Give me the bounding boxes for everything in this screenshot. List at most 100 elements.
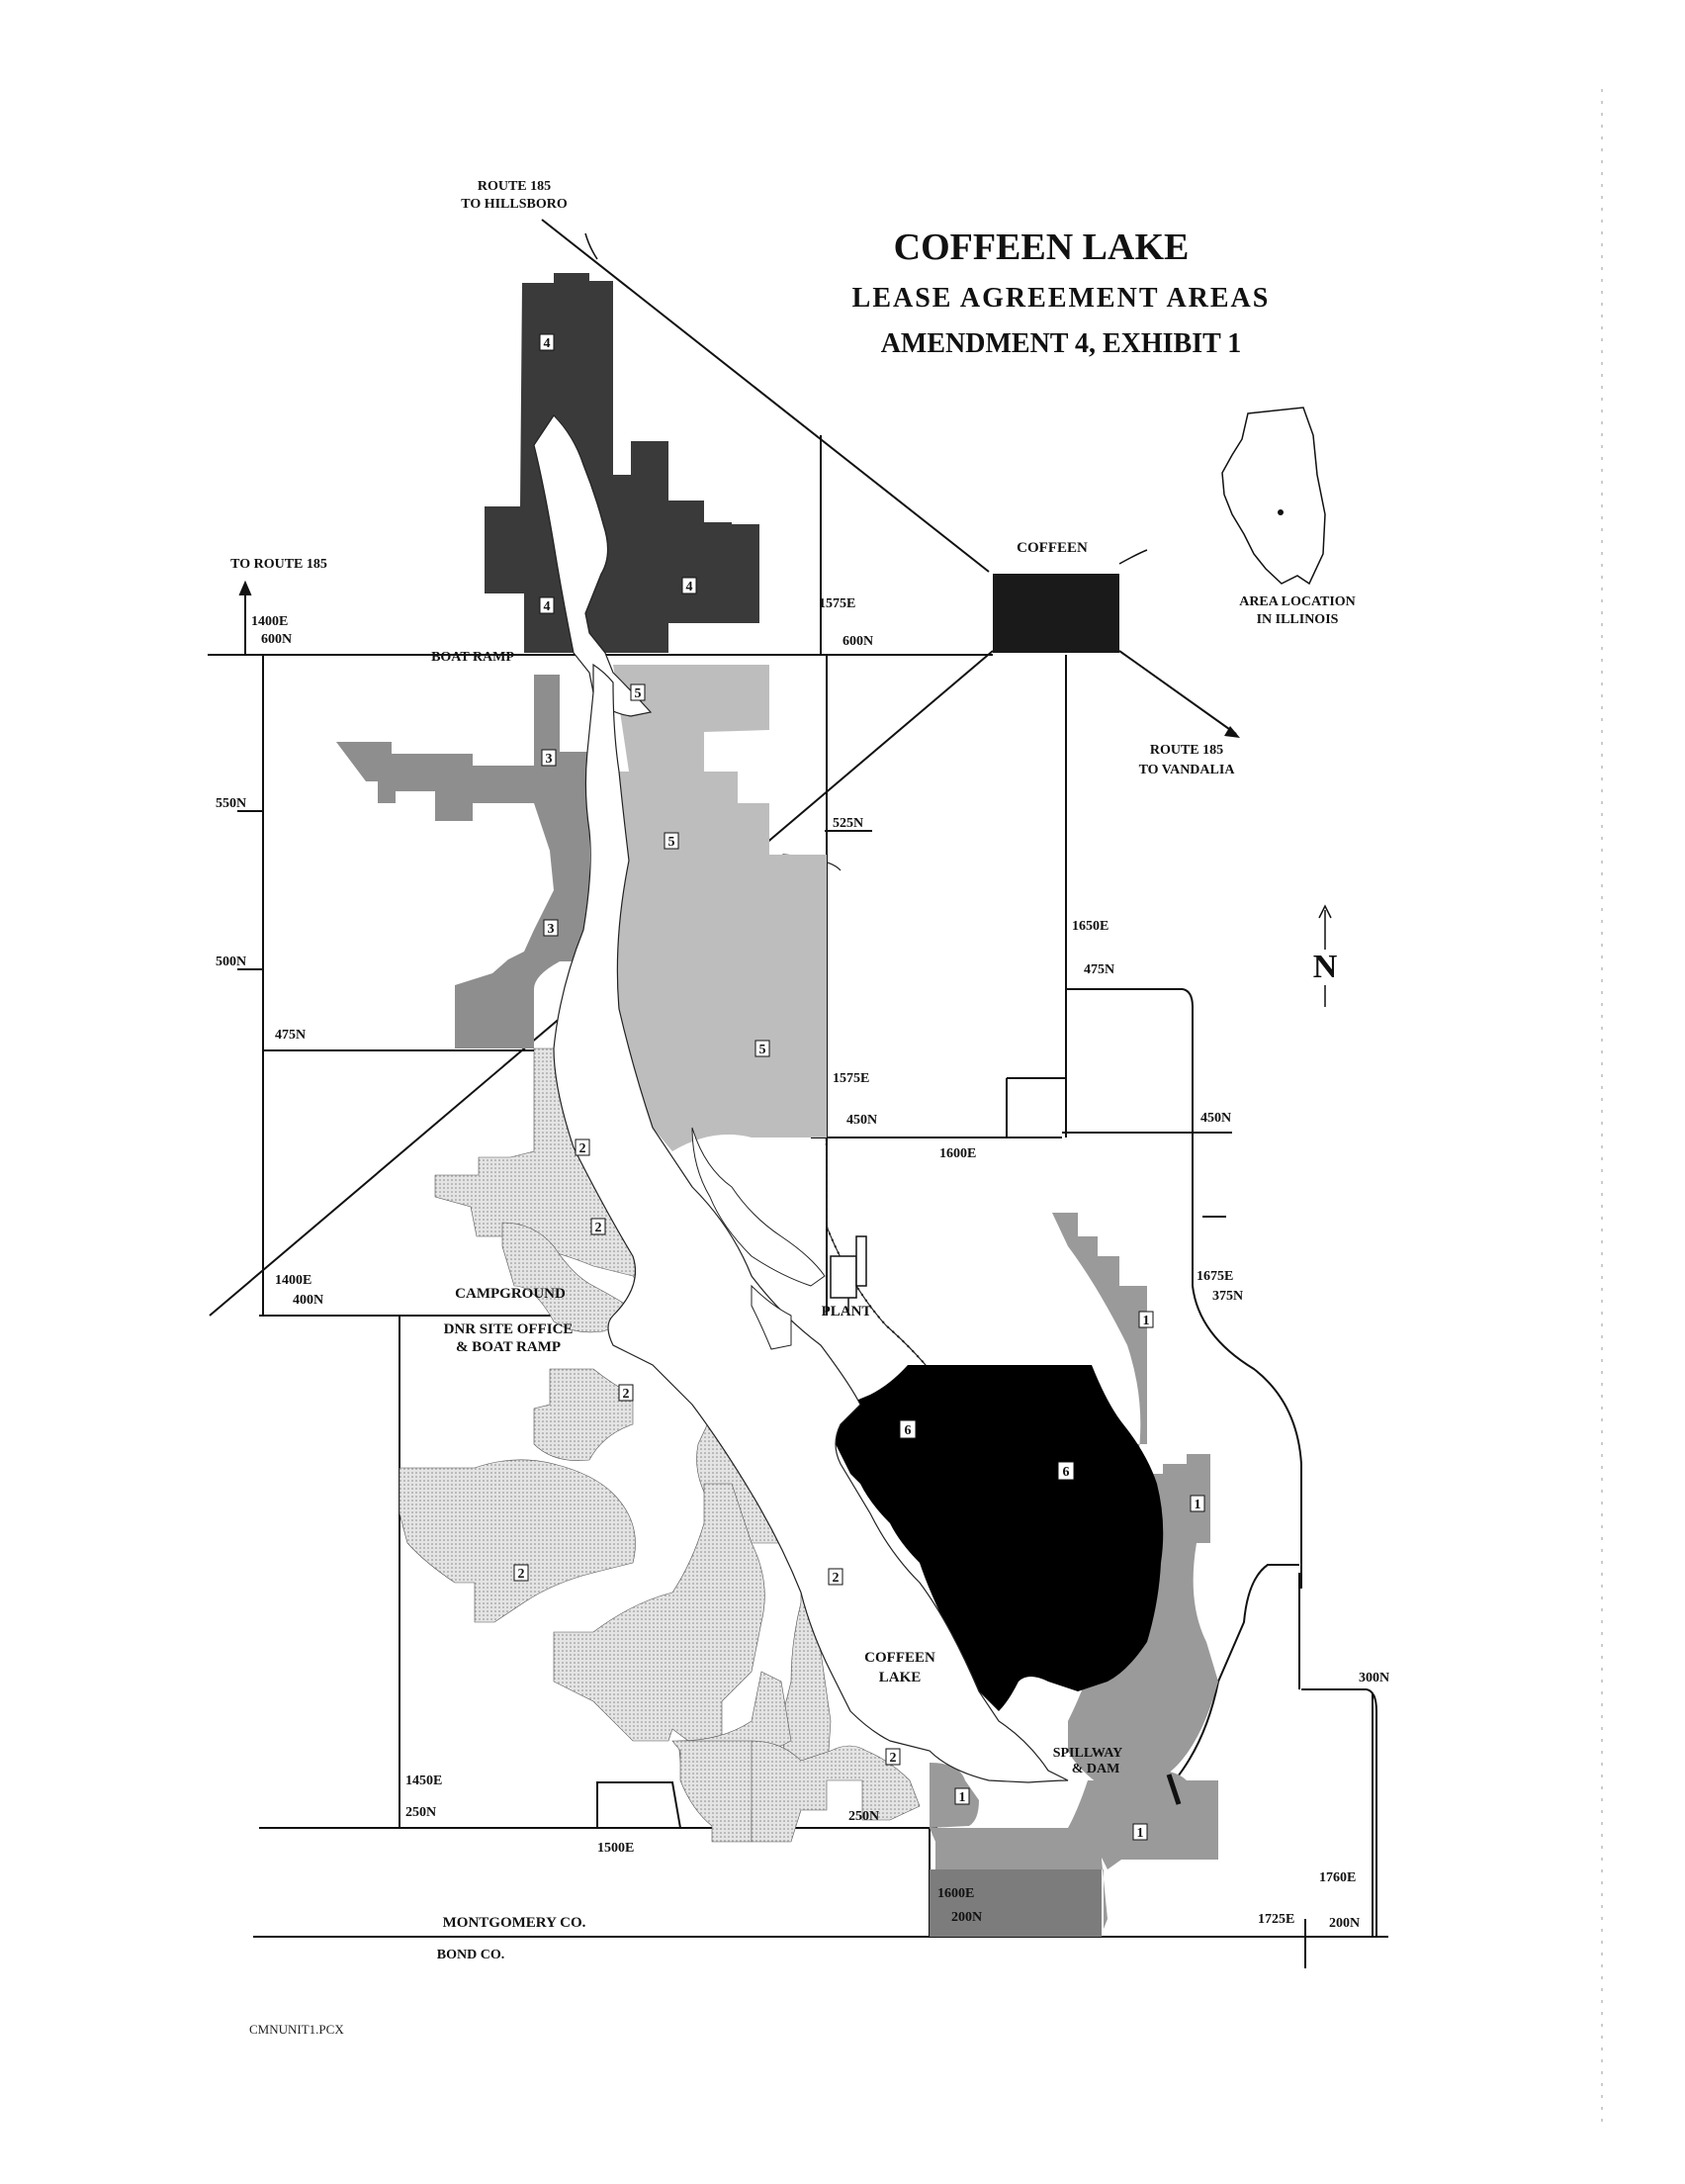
area-badge-2: 2: [828, 1568, 843, 1586]
bond-county-label: BOND CO.: [437, 1948, 504, 1962]
svg-text:3: 3: [548, 922, 555, 937]
svg-text:2: 2: [890, 1751, 897, 1766]
svg-text:6: 6: [905, 1423, 912, 1438]
lake-label-line2: LAKE: [879, 1670, 922, 1685]
montgomery-county-label: MONTGOMERY CO.: [443, 1915, 586, 1931]
area-badge-3: 3: [543, 919, 559, 937]
dnr-office-line1: DNR SITE OFFICE: [444, 1321, 574, 1337]
svg-text:2: 2: [623, 1387, 630, 1402]
grid-label: 1600E: [939, 1146, 976, 1161]
file-name-label: CMNUNIT1.PCX: [249, 2022, 344, 2037]
grid-label: 550N: [216, 796, 246, 811]
grid-label: 450N: [1200, 1111, 1231, 1126]
lake-label-line1: COFFEEN: [864, 1650, 935, 1666]
route-hillsboro-line1: ROUTE 185: [478, 179, 551, 194]
area-badge-1: 1: [1138, 1311, 1154, 1328]
area-badge-2: 2: [575, 1138, 590, 1156]
grid-label: 1575E: [819, 596, 855, 611]
grid-label: 1400E: [275, 1273, 311, 1288]
area-badge-6: 6: [899, 1419, 917, 1439]
grid-label: 1575E: [833, 1071, 869, 1086]
area-badge-2: 2: [590, 1218, 606, 1235]
svg-text:5: 5: [668, 835, 675, 850]
area-badge-1: 1: [1190, 1495, 1205, 1512]
lease-area-3: [336, 675, 589, 1048]
grid-label: 475N: [275, 1028, 306, 1043]
route-hillsboro-line2: TO HILLSBORO: [461, 197, 568, 212]
map-title: COFFEEN LAKE: [894, 227, 1190, 268]
grid-label: 1400E: [251, 614, 288, 629]
area-badge-6: 6: [1057, 1461, 1075, 1481]
grid-label: 200N: [951, 1910, 982, 1925]
area-badge-1: 1: [954, 1787, 970, 1805]
area-badge-5: 5: [630, 683, 646, 701]
grid-label: 375N: [1212, 1289, 1243, 1304]
inset-label-line2: IN ILLINOIS: [1257, 612, 1339, 627]
lease-area-4: [485, 273, 759, 653]
grid-label: 250N: [848, 1809, 879, 1824]
svg-text:6: 6: [1063, 1465, 1070, 1480]
grid-label: 525N: [833, 816, 863, 831]
svg-text:3: 3: [546, 752, 553, 767]
grid-label: 600N: [842, 634, 873, 649]
power-plant: [830, 1235, 867, 1312]
coffeen-town-block: [993, 574, 1119, 653]
area-badge-2: 2: [885, 1748, 901, 1766]
area-badge-4: 4: [539, 333, 555, 351]
grid-label: 200N: [1329, 1916, 1360, 1931]
svg-text:4: 4: [686, 580, 693, 594]
svg-text:2: 2: [518, 1567, 525, 1582]
area-badge-3: 3: [541, 749, 557, 767]
svg-text:2: 2: [595, 1221, 602, 1235]
illinois-outline: [1221, 407, 1326, 586]
grid-label: 300N: [1359, 1671, 1389, 1685]
svg-text:1: 1: [959, 1790, 966, 1805]
boat-ramp-label: BOAT RAMP: [431, 650, 514, 665]
grid-label: 1600E: [937, 1886, 974, 1901]
dam-line: [1166, 1774, 1182, 1805]
grid-label: 1650E: [1072, 919, 1109, 934]
north-label: N: [1313, 949, 1338, 985]
coffeen-lake-water: [533, 414, 1069, 1783]
grid-label: 1500E: [597, 1841, 634, 1856]
north-arrow: N: [1313, 904, 1338, 1007]
svg-text:2: 2: [833, 1571, 840, 1586]
illinois-inset: AREA LOCATION IN ILLINOIS: [1221, 407, 1356, 627]
grid-label: 250N: [405, 1805, 436, 1820]
map-labels: ROUTE 185 TO HILLSBORO TO ROUTE 185 ROUT…: [216, 179, 1389, 1962]
spillway-label-line1: SPILLWAY: [1053, 1746, 1123, 1761]
grid-label: 450N: [846, 1113, 877, 1128]
svg-text:2: 2: [579, 1141, 586, 1156]
route-vandalia-line2: TO VANDALIA: [1139, 763, 1236, 777]
campground-label: CAMPGROUND: [455, 1286, 566, 1302]
map-subtitle: LEASE AGREEMENT AREAS: [852, 283, 1271, 314]
coffeen-town-label: COFFEEN: [1017, 540, 1088, 556]
svg-text:1: 1: [1137, 1826, 1144, 1841]
area-badge-4: 4: [539, 596, 555, 614]
area-badge-2: 2: [618, 1384, 634, 1402]
area-badge-5: 5: [664, 832, 679, 850]
svg-text:1: 1: [1195, 1498, 1201, 1512]
grid-label: 400N: [293, 1293, 323, 1308]
svg-text:5: 5: [759, 1043, 766, 1057]
dnr-office-line2: & BOAT RAMP: [456, 1339, 561, 1355]
svg-text:1: 1: [1143, 1314, 1150, 1328]
plant-label: PLANT: [822, 1304, 872, 1320]
svg-text:4: 4: [544, 599, 551, 614]
svg-text:4: 4: [544, 336, 551, 351]
route-to-185-label: TO ROUTE 185: [230, 557, 327, 572]
lease-area-5: [611, 665, 827, 1151]
route-vandalia-line1: ROUTE 185: [1150, 743, 1223, 758]
area-badge-4: 4: [681, 577, 697, 594]
lease-area-6: [823, 1365, 1164, 1711]
grid-label: 500N: [216, 955, 246, 969]
inset-label-line1: AREA LOCATION: [1239, 594, 1356, 609]
grid-label: 1450E: [405, 1774, 442, 1788]
svg-text:5: 5: [635, 686, 642, 701]
grid-label: 1675E: [1197, 1269, 1233, 1284]
spillway-label-line2: & DAM: [1072, 1762, 1120, 1776]
area-badge-1: 1: [1132, 1823, 1148, 1841]
area-badge-5: 5: [754, 1040, 770, 1057]
grid-label: 1760E: [1319, 1870, 1356, 1885]
